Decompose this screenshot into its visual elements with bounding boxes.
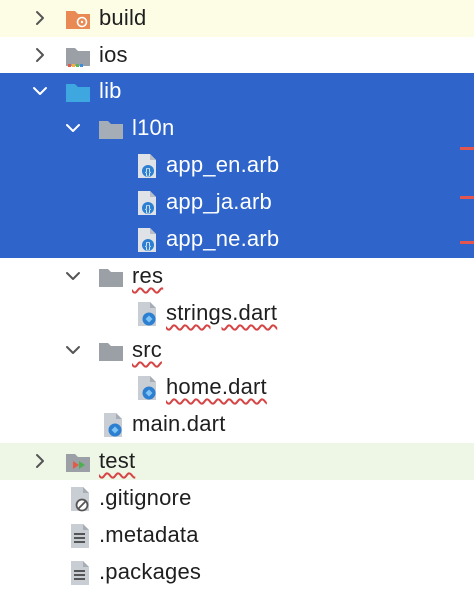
tree-row-strings-dart[interactable]: strings.dart bbox=[0, 295, 474, 332]
arb-file-icon: {} bbox=[133, 189, 161, 217]
dart-file-icon bbox=[99, 411, 127, 439]
chevron-right-icon[interactable] bbox=[30, 45, 50, 65]
chevron-down-icon[interactable] bbox=[63, 118, 83, 138]
ios-folder-icon bbox=[64, 42, 92, 70]
error-marker[interactable] bbox=[460, 196, 474, 199]
text-file-icon bbox=[66, 522, 94, 550]
chevron-down-icon[interactable] bbox=[30, 81, 50, 101]
folder-icon bbox=[97, 115, 125, 143]
source-folder-icon bbox=[64, 78, 92, 106]
tree-item-label: app_ja.arb bbox=[166, 189, 272, 214]
tree-row-app-en-arb[interactable]: {} app_en.arb bbox=[0, 147, 474, 184]
svg-text:{}: {} bbox=[145, 167, 151, 177]
tree-row-build[interactable]: build bbox=[0, 0, 474, 37]
tree-row-metadata[interactable]: .metadata bbox=[0, 517, 474, 554]
chevron-right-icon[interactable] bbox=[30, 8, 50, 28]
chevron-down-icon[interactable] bbox=[63, 340, 83, 360]
folder-icon bbox=[97, 263, 125, 291]
error-marker[interactable] bbox=[460, 241, 474, 244]
tree-row-l10n[interactable]: l10n bbox=[0, 110, 474, 147]
tree-row-app-ne-arb[interactable]: {} app_ne.arb bbox=[0, 221, 474, 258]
tree-item-label: app_ne.arb bbox=[166, 226, 280, 251]
dart-file-icon bbox=[133, 374, 161, 402]
arb-file-icon: {} bbox=[133, 226, 161, 254]
tree-item-label: strings.dart bbox=[166, 300, 278, 325]
tree-row-packages[interactable]: .packages bbox=[0, 554, 474, 591]
tree-row-home-dart[interactable]: home.dart bbox=[0, 369, 474, 406]
tree-row-lib[interactable]: lib bbox=[0, 73, 474, 110]
tree-row-main-dart[interactable]: main.dart bbox=[0, 406, 474, 443]
dart-file-icon bbox=[133, 300, 161, 328]
svg-text:{}: {} bbox=[145, 241, 151, 251]
tree-row-gitignore[interactable]: .gitignore bbox=[0, 480, 474, 517]
folder-icon bbox=[97, 337, 125, 365]
error-marker[interactable] bbox=[460, 147, 474, 150]
tree-item-label: app_en.arb bbox=[166, 152, 280, 177]
tree-item-label: lib bbox=[99, 78, 122, 103]
tree-item-label: ios bbox=[99, 42, 128, 67]
tree-item-label: test bbox=[99, 448, 136, 473]
tree-row-res[interactable]: res bbox=[0, 258, 474, 295]
chevron-down-icon[interactable] bbox=[63, 266, 83, 286]
build-folder-icon bbox=[64, 5, 92, 33]
tree-item-label: src bbox=[132, 337, 162, 362]
text-file-icon bbox=[66, 559, 94, 587]
tree-row-src[interactable]: src bbox=[0, 332, 474, 369]
gitignore-file-icon bbox=[66, 485, 94, 513]
tree-row-test[interactable]: test bbox=[0, 443, 474, 480]
tree-item-label: .packages bbox=[99, 559, 202, 584]
svg-text:{}: {} bbox=[145, 204, 151, 214]
tree-row-ios[interactable]: ios bbox=[0, 37, 474, 74]
arb-file-icon: {} bbox=[133, 152, 161, 180]
tree-row-app-ja-arb[interactable]: {} app_ja.arb bbox=[0, 184, 474, 221]
tree-item-label: .gitignore bbox=[99, 485, 192, 510]
tree-item-label: l10n bbox=[132, 115, 175, 140]
tree-item-label: main.dart bbox=[132, 411, 226, 436]
tree-item-label: build bbox=[99, 5, 147, 30]
test-folder-icon bbox=[64, 448, 92, 476]
tree-item-label: .metadata bbox=[99, 522, 199, 547]
tree-item-label: home.dart bbox=[166, 374, 267, 399]
chevron-right-icon[interactable] bbox=[30, 451, 50, 471]
tree-item-label: res bbox=[132, 263, 164, 288]
